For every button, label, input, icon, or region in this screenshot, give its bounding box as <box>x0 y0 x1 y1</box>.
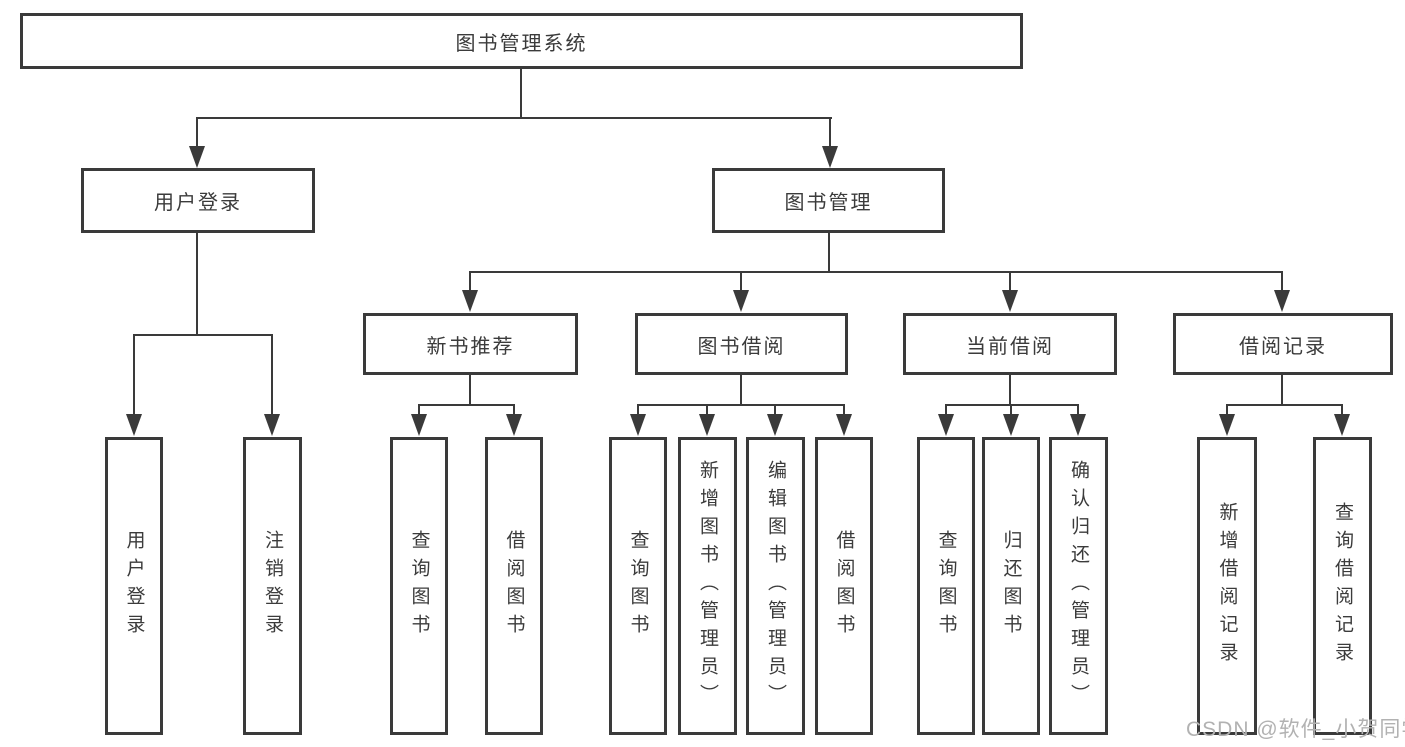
node-leaf-borrow-book-recommend: 借阅图书 <box>485 437 543 735</box>
connector-line <box>469 271 471 291</box>
arrow-down-icon <box>1274 290 1290 312</box>
node-leaf-logout: 注销登录 <box>243 437 302 735</box>
node-leaf-query-book-current: 查询图书 <box>917 437 975 735</box>
arrow-down-icon <box>1002 290 1018 312</box>
node-leaf-user-login-label: 用户登录 <box>123 530 145 642</box>
node-borrow-records-label: 借阅记录 <box>1239 335 1327 358</box>
arrow-down-icon <box>767 414 783 436</box>
arrow-down-icon <box>1003 414 1019 436</box>
connector-line <box>1281 375 1283 406</box>
connector-line <box>1341 404 1343 416</box>
connector-line <box>469 271 1283 273</box>
connector-line <box>828 233 830 273</box>
connector-line <box>133 334 273 336</box>
arrow-down-icon <box>189 146 205 168</box>
arrow-down-icon <box>938 414 954 436</box>
node-leaf-query-book-current-label: 查询图书 <box>935 530 957 642</box>
node-book-borrowing: 图书借阅 <box>635 313 848 375</box>
arrow-down-icon <box>822 146 838 168</box>
arrow-down-icon <box>264 414 280 436</box>
node-library-system: 图书管理系统 <box>20 13 1023 69</box>
connector-line <box>637 404 639 416</box>
node-leaf-edit-book-admin-label: 编辑图书（管理员） <box>765 460 786 712</box>
node-leaf-return-book: 归还图书 <box>982 437 1040 735</box>
node-leaf-query-book-recommend: 查询图书 <box>390 437 448 735</box>
connector-line <box>513 404 515 416</box>
connector-line <box>740 271 742 291</box>
arrow-down-icon <box>1334 414 1350 436</box>
connector-line <box>196 233 198 336</box>
node-leaf-add-book-admin: 新增图书（管理员） <box>678 437 737 735</box>
node-leaf-query-book-recommend-label: 查询图书 <box>408 530 430 642</box>
connector-line <box>196 117 198 149</box>
connector-line <box>1281 271 1283 291</box>
node-leaf-confirm-return-admin-label: 确认归还（管理员） <box>1068 460 1089 712</box>
node-leaf-query-borrow-record: 查询借阅记录 <box>1313 437 1372 735</box>
node-book-management: 图书管理 <box>712 168 945 233</box>
connector-line <box>1077 404 1079 416</box>
arrow-down-icon <box>506 414 522 436</box>
node-leaf-query-book-borrowing-label: 查询图书 <box>627 530 649 642</box>
connector-line <box>740 375 742 406</box>
node-leaf-borrow-book: 借阅图书 <box>815 437 873 735</box>
node-leaf-add-book-admin-label: 新增图书（管理员） <box>697 460 718 712</box>
arrow-down-icon <box>411 414 427 436</box>
connector-line <box>418 404 420 416</box>
connector-line <box>271 334 273 415</box>
connector-line <box>706 404 708 416</box>
arrow-down-icon <box>462 290 478 312</box>
node-leaf-edit-book-admin: 编辑图书（管理员） <box>746 437 805 735</box>
connector-line <box>945 404 947 416</box>
connector-line <box>469 375 471 406</box>
node-book-borrowing-label: 图书借阅 <box>697 335 786 358</box>
node-borrow-records: 借阅记录 <box>1173 313 1393 375</box>
connector-line <box>1009 375 1011 406</box>
node-current-borrowing: 当前借阅 <box>903 313 1117 375</box>
arrow-down-icon <box>1070 414 1086 436</box>
node-new-book-recommend: 新书推荐 <box>363 313 578 375</box>
node-leaf-add-borrow-record: 新增借阅记录 <box>1197 437 1257 735</box>
connector-line <box>774 404 776 416</box>
connector-line <box>843 404 845 416</box>
node-library-system-label: 图书管理系统 <box>455 32 588 55</box>
connector-line <box>133 334 135 415</box>
arrow-down-icon <box>733 290 749 312</box>
arrow-down-icon <box>1219 414 1235 436</box>
node-leaf-user-login: 用户登录 <box>105 437 163 735</box>
connector-line <box>520 69 522 119</box>
connector-line <box>1010 404 1012 416</box>
connector-line <box>1226 404 1343 406</box>
connector-line <box>418 404 515 406</box>
watermark: CSDN @软件_小贺同学 <box>1186 718 1405 741</box>
connector-line <box>637 404 845 406</box>
connector-line <box>1009 271 1011 291</box>
node-new-book-recommend-label: 新书推荐 <box>426 335 515 358</box>
arrow-down-icon <box>126 414 142 436</box>
node-leaf-borrow-book-label: 借阅图书 <box>833 530 855 642</box>
arrow-down-icon <box>630 414 646 436</box>
node-leaf-query-book-borrowing: 查询图书 <box>609 437 667 735</box>
node-leaf-borrow-book-recommend-label: 借阅图书 <box>503 530 525 642</box>
connector-line <box>945 404 1079 406</box>
arrow-down-icon <box>699 414 715 436</box>
connector-line <box>829 117 831 149</box>
node-book-management-label: 图书管理 <box>784 192 873 214</box>
connector-line <box>1226 404 1228 416</box>
node-leaf-logout-label: 注销登录 <box>262 530 283 642</box>
node-user-login: 用户登录 <box>81 168 315 233</box>
node-leaf-return-book-label: 归还图书 <box>1000 530 1022 642</box>
node-leaf-add-borrow-record-label: 新增借阅记录 <box>1216 502 1238 670</box>
node-current-borrowing-label: 当前借阅 <box>966 335 1054 358</box>
arrow-down-icon <box>836 414 852 436</box>
node-leaf-query-borrow-record-label: 查询借阅记录 <box>1332 502 1353 670</box>
connector-line <box>196 117 832 119</box>
node-user-login-label: 用户登录 <box>154 192 242 214</box>
node-leaf-confirm-return-admin: 确认归还（管理员） <box>1049 437 1108 735</box>
